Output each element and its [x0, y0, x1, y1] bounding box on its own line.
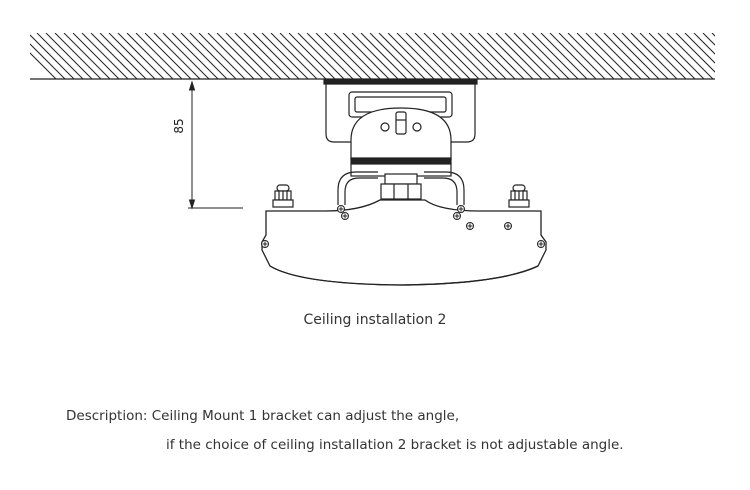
- hatch-line: [225, 33, 273, 79]
- ceiling-installation-drawing: 85: [30, 33, 750, 286]
- hatch-line: [730, 33, 750, 79]
- hatch-line: [108, 33, 156, 79]
- hatch-line: [153, 33, 201, 79]
- description-line-1: Description: Ceiling Mount 1 bracket can…: [66, 408, 460, 424]
- antenna-left: [272, 184, 294, 208]
- hatch-line: [504, 33, 552, 79]
- hatch-line: [414, 33, 462, 79]
- hatch-line: [90, 33, 138, 79]
- dimension-label: 85: [172, 118, 186, 133]
- hatch-line: [540, 33, 588, 79]
- hatch-line: [702, 33, 715, 46]
- hatch-line: [342, 33, 390, 79]
- cable-gland: [380, 173, 422, 200]
- hatch-line: [486, 33, 534, 79]
- hatch-line: [243, 33, 291, 79]
- bracket-dome: [350, 107, 452, 177]
- hatch-line: [126, 33, 174, 79]
- hatch-line: [351, 33, 399, 79]
- hatch-line: [189, 33, 237, 79]
- hatch-line: [558, 33, 606, 79]
- hatch-line: [30, 43, 66, 79]
- hatch-line: [396, 33, 444, 79]
- hatch-line: [441, 33, 489, 79]
- hatch-line: [657, 33, 705, 79]
- hatch-line: [432, 33, 480, 79]
- hatch-line: [666, 33, 714, 79]
- device-body: [261, 199, 547, 286]
- hatch-line: [495, 33, 543, 79]
- hatch-line: [405, 33, 453, 79]
- hatch-line: [54, 33, 102, 79]
- hatch-line: [333, 33, 381, 79]
- hatch-line: [207, 33, 255, 79]
- hatch-line: [567, 33, 615, 79]
- hatch-line: [621, 33, 669, 79]
- hatch-line: [549, 33, 597, 79]
- hatch-line: [630, 33, 678, 79]
- hatch-line: [279, 33, 327, 79]
- hatch-line: [180, 33, 228, 79]
- hatch-line: [594, 33, 642, 79]
- hatch-line: [675, 33, 715, 73]
- hatch-line: [30, 52, 57, 79]
- hatch-line: [585, 33, 633, 79]
- hatch-line: [288, 33, 336, 79]
- hatch-line: [612, 33, 660, 79]
- dimension-85: [188, 80, 243, 210]
- hatch-line: [72, 33, 120, 79]
- hatch-line: [711, 33, 715, 37]
- hatch-line: [144, 33, 192, 79]
- hatch-line: [234, 33, 282, 79]
- hatch-line: [216, 33, 264, 79]
- hatch-line: [45, 33, 93, 79]
- hatch-line: [387, 33, 435, 79]
- hatch-line: [171, 33, 219, 79]
- hatch-line: [36, 33, 84, 79]
- description-line-2: if the choice of ceiling installation 2 …: [166, 437, 624, 453]
- hatch-line: [261, 33, 309, 79]
- hatch-line: [522, 33, 570, 79]
- diagram-caption: Ceiling installation 2: [303, 312, 447, 328]
- hatch-line: [450, 33, 498, 79]
- hatch-line: [297, 33, 345, 79]
- hatch-line: [603, 33, 651, 79]
- hatch-line: [459, 33, 507, 79]
- ceiling-hatch: [30, 33, 750, 79]
- hatch-line: [693, 33, 715, 55]
- screws: [261, 205, 545, 248]
- hatch-line: [306, 33, 354, 79]
- hatch-line: [81, 33, 129, 79]
- hatch-line: [468, 33, 516, 79]
- hatch-line: [513, 33, 561, 79]
- hatch-line: [315, 33, 363, 79]
- hatch-line: [648, 33, 696, 79]
- hatch-line: [639, 33, 687, 79]
- hatch-line: [135, 33, 183, 79]
- hatch-line: [198, 33, 246, 79]
- hatch-line: [378, 33, 426, 79]
- hatch-line: [721, 33, 750, 79]
- hatch-line: [117, 33, 165, 79]
- hatch-line: [684, 33, 715, 64]
- hatch-line: [360, 33, 408, 79]
- hatch-line: [162, 33, 210, 79]
- hatch-line: [369, 33, 417, 79]
- hatch-line: [63, 33, 111, 79]
- hatch-line: [739, 33, 750, 79]
- hatch-line: [270, 33, 318, 79]
- hatch-line: [99, 33, 147, 79]
- hatch-line: [324, 33, 372, 79]
- antenna-right: [508, 184, 530, 208]
- hatch-line: [423, 33, 471, 79]
- hatch-line: [576, 33, 624, 79]
- hatch-line: [30, 34, 75, 79]
- hatch-line: [252, 33, 300, 79]
- hatch-line: [477, 33, 525, 79]
- hatch-line: [531, 33, 579, 79]
- bracket-arms: [337, 171, 465, 205]
